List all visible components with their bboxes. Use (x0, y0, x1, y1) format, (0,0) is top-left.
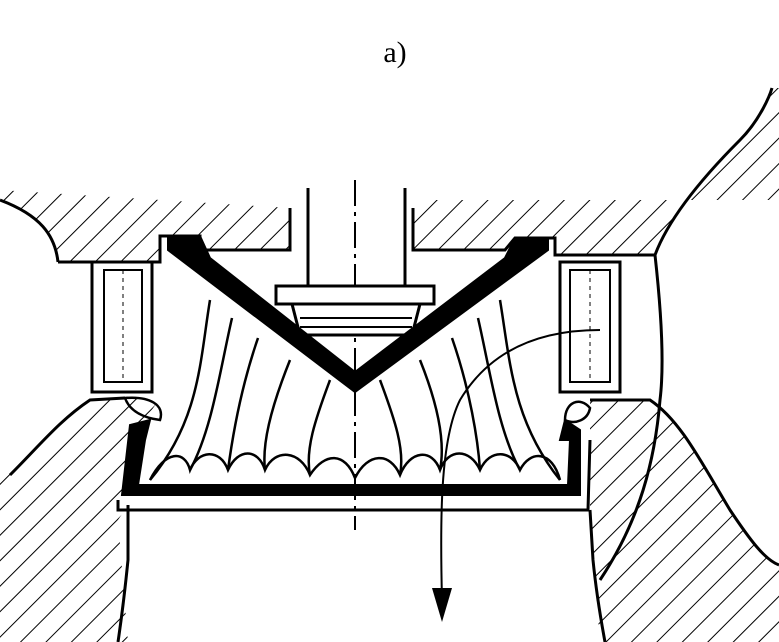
flow-trajectory (432, 329, 601, 622)
flow-arrow-icon (432, 588, 452, 622)
shaft (306, 180, 407, 530)
casing-upper-left (0, 190, 292, 264)
blade-lower-edges (148, 452, 562, 482)
left-bearing (90, 260, 154, 394)
right-wall-curve (598, 254, 664, 581)
seal-lobes (123, 396, 592, 424)
casing-lower-left (0, 396, 160, 642)
runner-crown-band (167, 235, 549, 394)
right-bearing (558, 260, 622, 394)
runner-hub (274, 284, 436, 337)
casing-upper-right (411, 87, 779, 257)
figure-label: a) (383, 36, 407, 69)
casing-lower-right (588, 398, 779, 642)
